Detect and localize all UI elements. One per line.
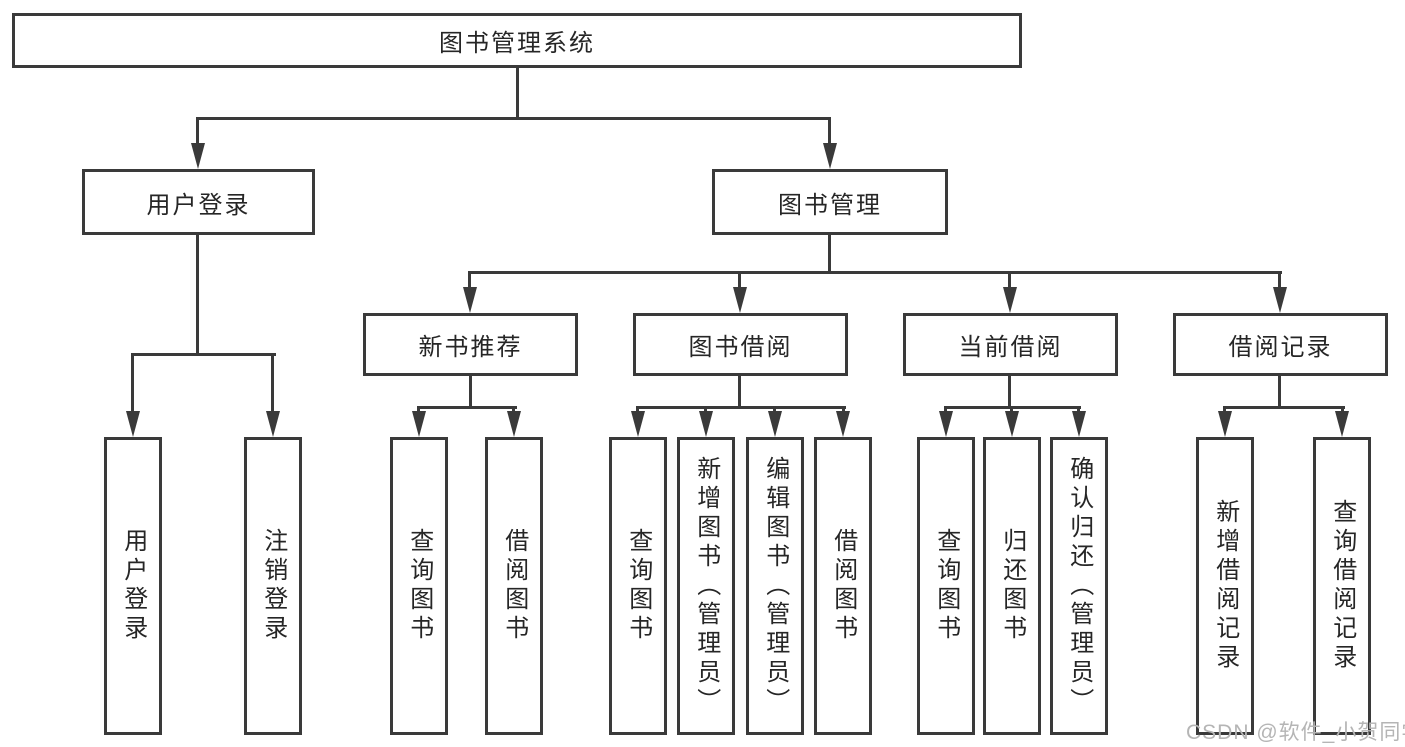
leaf-user-login: 用户登录 [104,437,162,735]
leaf-borrow-books: 借阅图书 [814,437,872,735]
leaf-edit-book-admin-label: 编辑图书（管理员） [761,455,789,717]
connector-recommend-stem1 [417,406,420,415]
arrow-down-icon [191,143,205,169]
leaf-query-borrow-record-label: 查询借阅记录 [1328,499,1356,673]
connector-borrow-stem3 [773,406,776,415]
leaf-add-book-admin: 新增图书（管理员） [677,437,735,735]
leaf-borrow-books-recommend-label: 借阅图书 [500,528,528,644]
connector-bookmgmt-stem2 [738,271,741,289]
connector-current-vline [1008,376,1011,409]
connector-borrow-stem1 [636,406,639,415]
arrow-down-icon [836,411,850,437]
connector-current-stem2 [1010,406,1013,415]
csdn-watermark: CSDN @软件_小贺同学 [1186,721,1405,744]
leaf-return-book: 归还图书 [983,437,1041,735]
leaf-logout-label: 注销登录 [259,528,287,644]
arrow-down-icon [939,411,953,437]
connector-userlogin-stem2 [271,353,274,415]
connector-userlogin-stem1 [131,353,134,415]
connector-bookmgmt-stem1 [468,271,471,289]
leaf-borrow-books-recommend: 借阅图书 [485,437,543,735]
connector-recommend-stem2 [512,406,515,415]
arrow-down-icon [1335,411,1349,437]
leaf-query-books-borrow: 查询图书 [609,437,667,735]
leaf-borrow-books-label: 借阅图书 [829,528,857,644]
arrow-down-icon [733,287,747,313]
arrow-down-icon [1005,411,1019,437]
leaf-add-book-admin-label: 新增图书（管理员） [692,455,720,717]
leaf-confirm-return-admin-label: 确认归还（管理员） [1065,455,1093,717]
node-root: 图书管理系统 [12,13,1022,68]
connector-recommend-vline [469,376,472,409]
arrow-down-icon [1003,287,1017,313]
arrow-down-icon [768,411,782,437]
connector-bookmgmt-stem4 [1278,271,1281,289]
node-book-management: 图书管理 [712,169,948,235]
leaf-logout: 注销登录 [244,437,302,735]
node-book-management-label: 图书管理 [778,191,882,219]
leaf-query-books-borrow-label: 查询图书 [624,528,652,644]
arrow-down-icon [1273,287,1287,313]
connector-records-hline [1223,406,1345,409]
node-new-book-recommend-label: 新书推荐 [418,334,523,361]
arrow-down-icon [823,143,837,169]
leaf-query-borrow-record: 查询借阅记录 [1313,437,1371,735]
connector-userlogin-vline [196,235,199,356]
leaf-return-book-label: 归还图书 [998,528,1026,644]
node-borrow-records-label: 借阅记录 [1228,334,1333,361]
connector-records-stem2 [1341,406,1344,415]
node-new-book-recommend: 新书推荐 [363,313,578,376]
arrow-down-icon [412,411,426,437]
arrow-down-icon [507,411,521,437]
connector-borrow-vline [738,376,741,409]
leaf-user-login-label: 用户登录 [119,528,147,644]
connector-records-stem1 [1223,406,1226,415]
arrow-down-icon [266,411,280,437]
node-root-label: 图书管理系统 [439,30,595,57]
connector-root-hline [196,117,831,120]
node-borrow-records: 借阅记录 [1173,313,1388,376]
connector-current-stem3 [1077,406,1080,415]
arrow-down-icon [126,411,140,437]
connector-borrow-stem4 [842,406,845,415]
connector-bookmgmt-hline [468,271,1282,274]
leaf-query-books-recommend: 查询图书 [390,437,448,735]
node-book-borrow: 图书借阅 [633,313,848,376]
connector-root-stem-right [828,117,831,147]
leaf-add-borrow-record: 新增借阅记录 [1196,437,1254,735]
arrow-down-icon [631,411,645,437]
node-user-login-label: 用户登录 [146,191,251,219]
connector-recommend-hline [417,406,517,409]
arrow-down-icon [1218,411,1232,437]
leaf-confirm-return-admin: 确认归还（管理员） [1050,437,1108,735]
connector-borrow-hline [636,406,846,409]
arrow-down-icon [699,411,713,437]
connector-borrow-stem2 [704,406,707,415]
connector-root-stem-left [196,117,199,147]
leaf-query-books-current-label: 查询图书 [932,528,960,644]
connector-bookmgmt-stem3 [1008,271,1011,289]
leaf-add-borrow-record-label: 新增借阅记录 [1211,499,1239,673]
node-user-login: 用户登录 [82,169,315,235]
connector-root-vline [516,66,519,120]
connector-records-vline [1278,376,1281,409]
arrow-down-icon [1072,411,1086,437]
connector-bookmgmt-vline [828,235,831,274]
connector-userlogin-hline [131,353,276,356]
node-book-borrow-label: 图书借阅 [688,334,793,361]
node-current-borrow: 当前借阅 [903,313,1118,376]
leaf-query-books-current: 查询图书 [917,437,975,735]
leaf-query-books-recommend-label: 查询图书 [405,528,433,644]
connector-current-stem1 [944,406,947,415]
leaf-edit-book-admin: 编辑图书（管理员） [746,437,804,735]
node-current-borrow-label: 当前借阅 [958,334,1063,361]
arrow-down-icon [463,287,477,313]
